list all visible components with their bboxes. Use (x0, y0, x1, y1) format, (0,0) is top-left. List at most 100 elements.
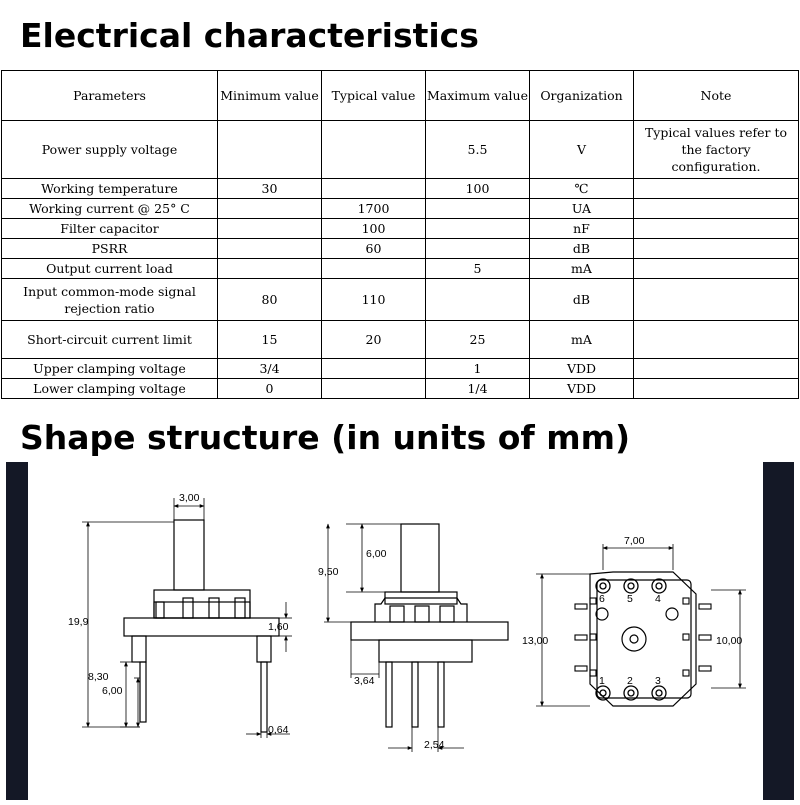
table-header-row: Parameters Minimum value Typical value M… (1, 70, 799, 121)
section-title-electrical: Electrical characteristics (20, 16, 479, 55)
parameter-cell: Working temperature (1, 178, 218, 199)
note-cell (633, 258, 799, 279)
minimum-cell (217, 258, 322, 279)
unit-cell: VDD (529, 378, 634, 399)
table-row: Working current @ 25° C 1700 UA (1, 198, 799, 219)
note-cell (633, 218, 799, 239)
dim-stem: 6,00 (366, 548, 387, 560)
maximum-cell (425, 278, 530, 321)
maximum-cell (425, 218, 530, 239)
column-header-parameters: Parameters (1, 70, 218, 121)
note-cell (633, 178, 799, 199)
front-view-dimensions (324, 523, 464, 752)
minimum-cell (217, 218, 322, 239)
parameter-cell: Filter capacitor (1, 218, 218, 239)
typical-cell (321, 120, 426, 179)
maximum-cell: 1/4 (425, 378, 530, 399)
mechanical-drawing-frame: 3,00 19,9 1,60 8,30 6,00 0,64 (6, 462, 794, 800)
column-header-typical: Typical value (321, 70, 426, 121)
maximum-cell (425, 238, 530, 259)
dim-body: 9,50 (318, 566, 339, 578)
table-row: Output current load 5 mA (1, 258, 799, 279)
dim-outer-height: 13,00 (522, 635, 548, 647)
typical-cell (321, 358, 426, 379)
column-header-maximum: Maximum value (425, 70, 530, 121)
minimum-cell: 0 (217, 378, 322, 399)
top-view-side-tabs (574, 597, 712, 677)
maximum-cell: 25 (425, 320, 530, 359)
dim-top-width: 3,00 (179, 492, 200, 504)
table-row: PSRR 60 dB (1, 238, 799, 259)
minimum-cell: 3/4 (217, 358, 322, 379)
minimum-cell (217, 198, 322, 219)
note-cell (633, 238, 799, 259)
table-row: Power supply voltage 5.5 V Typical value… (1, 120, 799, 179)
top-view-drawing (589, 571, 697, 707)
table-row: Input common-mode signal rejection ratio… (1, 278, 799, 321)
minimum-cell (217, 238, 322, 259)
parameter-cell: Input common-mode signal rejection ratio (1, 278, 218, 321)
parameter-cell: Upper clamping voltage (1, 358, 218, 379)
pin-label-1: 1 (599, 675, 605, 687)
pin-label-2: 2 (627, 675, 633, 687)
mechanical-drawing: 3,00 19,9 1,60 8,30 6,00 0,64 (68, 492, 746, 752)
parameter-cell: Power supply voltage (1, 120, 218, 179)
minimum-cell: 15 (217, 320, 322, 359)
maximum-cell: 1 (425, 358, 530, 379)
parameter-cell: PSRR (1, 238, 218, 259)
unit-cell: UA (529, 198, 634, 219)
unit-cell: mA (529, 320, 634, 359)
unit-cell: ℃ (529, 178, 634, 199)
maximum-cell: 100 (425, 178, 530, 199)
table-row: Short-circuit current limit 15 20 25 mA (1, 320, 799, 359)
unit-cell: V (529, 120, 634, 179)
dim-offset: 3,64 (354, 675, 375, 687)
mechanical-drawing-sheet: 3,00 19,9 1,60 8,30 6,00 0,64 (28, 462, 763, 800)
dim-total-height: 19,9 (68, 616, 89, 628)
parameter-cell: Output current load (1, 258, 218, 279)
pin-label-4: 4 (655, 593, 661, 605)
parameter-cell: Short-circuit current limit (1, 320, 218, 359)
table-row: Lower clamping voltage 0 1/4 VDD (1, 378, 799, 399)
typical-cell: 20 (321, 320, 426, 359)
dim-inner-height: 10,00 (716, 635, 742, 647)
pin-label-6: 6 (599, 593, 605, 605)
note-cell (633, 378, 799, 399)
side-view-drawing (123, 519, 280, 733)
table-row: Upper clamping voltage 3/4 1 VDD (1, 358, 799, 379)
maximum-cell: 5.5 (425, 120, 530, 179)
parameter-cell: Working current @ 25° C (1, 198, 218, 219)
column-header-note: Note (633, 70, 799, 121)
unit-cell: dB (529, 238, 634, 259)
typical-cell (321, 258, 426, 279)
column-header-minimum: Minimum value (217, 70, 322, 121)
note-cell (633, 358, 799, 379)
note-cell (633, 278, 799, 321)
column-header-organization: Organization (529, 70, 634, 121)
dim-pin-lower: 6,00 (102, 685, 123, 697)
side-view-dimensions (82, 498, 292, 738)
typical-cell: 100 (321, 218, 426, 239)
note-cell: Typical values refer to the factory conf… (633, 120, 799, 179)
minimum-cell (217, 120, 322, 179)
pin-label-5: 5 (627, 593, 633, 605)
table-row: Working temperature 30 100 ℃ (1, 178, 799, 199)
dim-pin-upper: 8,30 (88, 671, 109, 683)
typical-cell: 110 (321, 278, 426, 321)
electrical-characteristics-table: Parameters Minimum value Typical value M… (1, 70, 799, 399)
parameter-cell: Lower clamping voltage (1, 378, 218, 399)
top-view-pins (595, 578, 667, 701)
unit-cell: nF (529, 218, 634, 239)
front-view-drawing (350, 523, 509, 728)
top-view-dimensions (536, 544, 746, 707)
minimum-cell: 30 (217, 178, 322, 199)
note-cell (633, 198, 799, 219)
unit-cell: VDD (529, 358, 634, 379)
unit-cell: dB (529, 278, 634, 321)
typical-cell (321, 178, 426, 199)
minimum-cell: 80 (217, 278, 322, 321)
unit-cell: mA (529, 258, 634, 279)
typical-cell: 1700 (321, 198, 426, 219)
typical-cell: 60 (321, 238, 426, 259)
note-cell (633, 320, 799, 359)
